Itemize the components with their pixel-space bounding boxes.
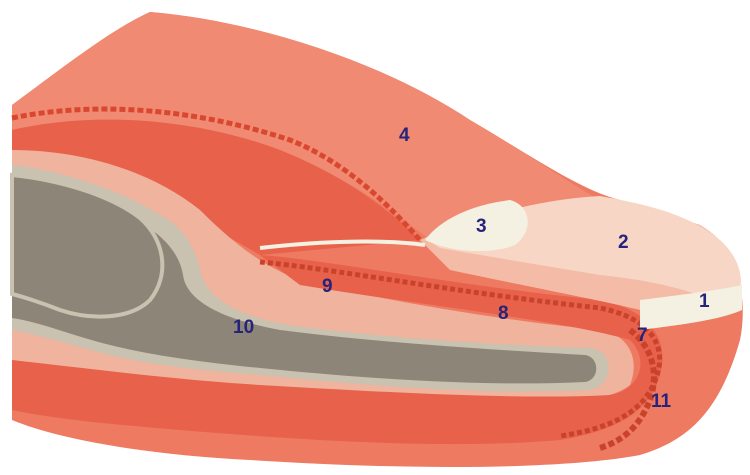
label-11: 11: [651, 392, 671, 411]
label-1: 1: [699, 292, 710, 311]
label-8: 8: [498, 304, 509, 323]
label-4: 4: [399, 126, 410, 145]
label-9: 9: [322, 277, 333, 296]
label-3: 3: [476, 217, 487, 236]
label-10: 10: [233, 318, 254, 337]
label-7: 7: [637, 326, 648, 345]
label-2: 2: [618, 233, 629, 252]
